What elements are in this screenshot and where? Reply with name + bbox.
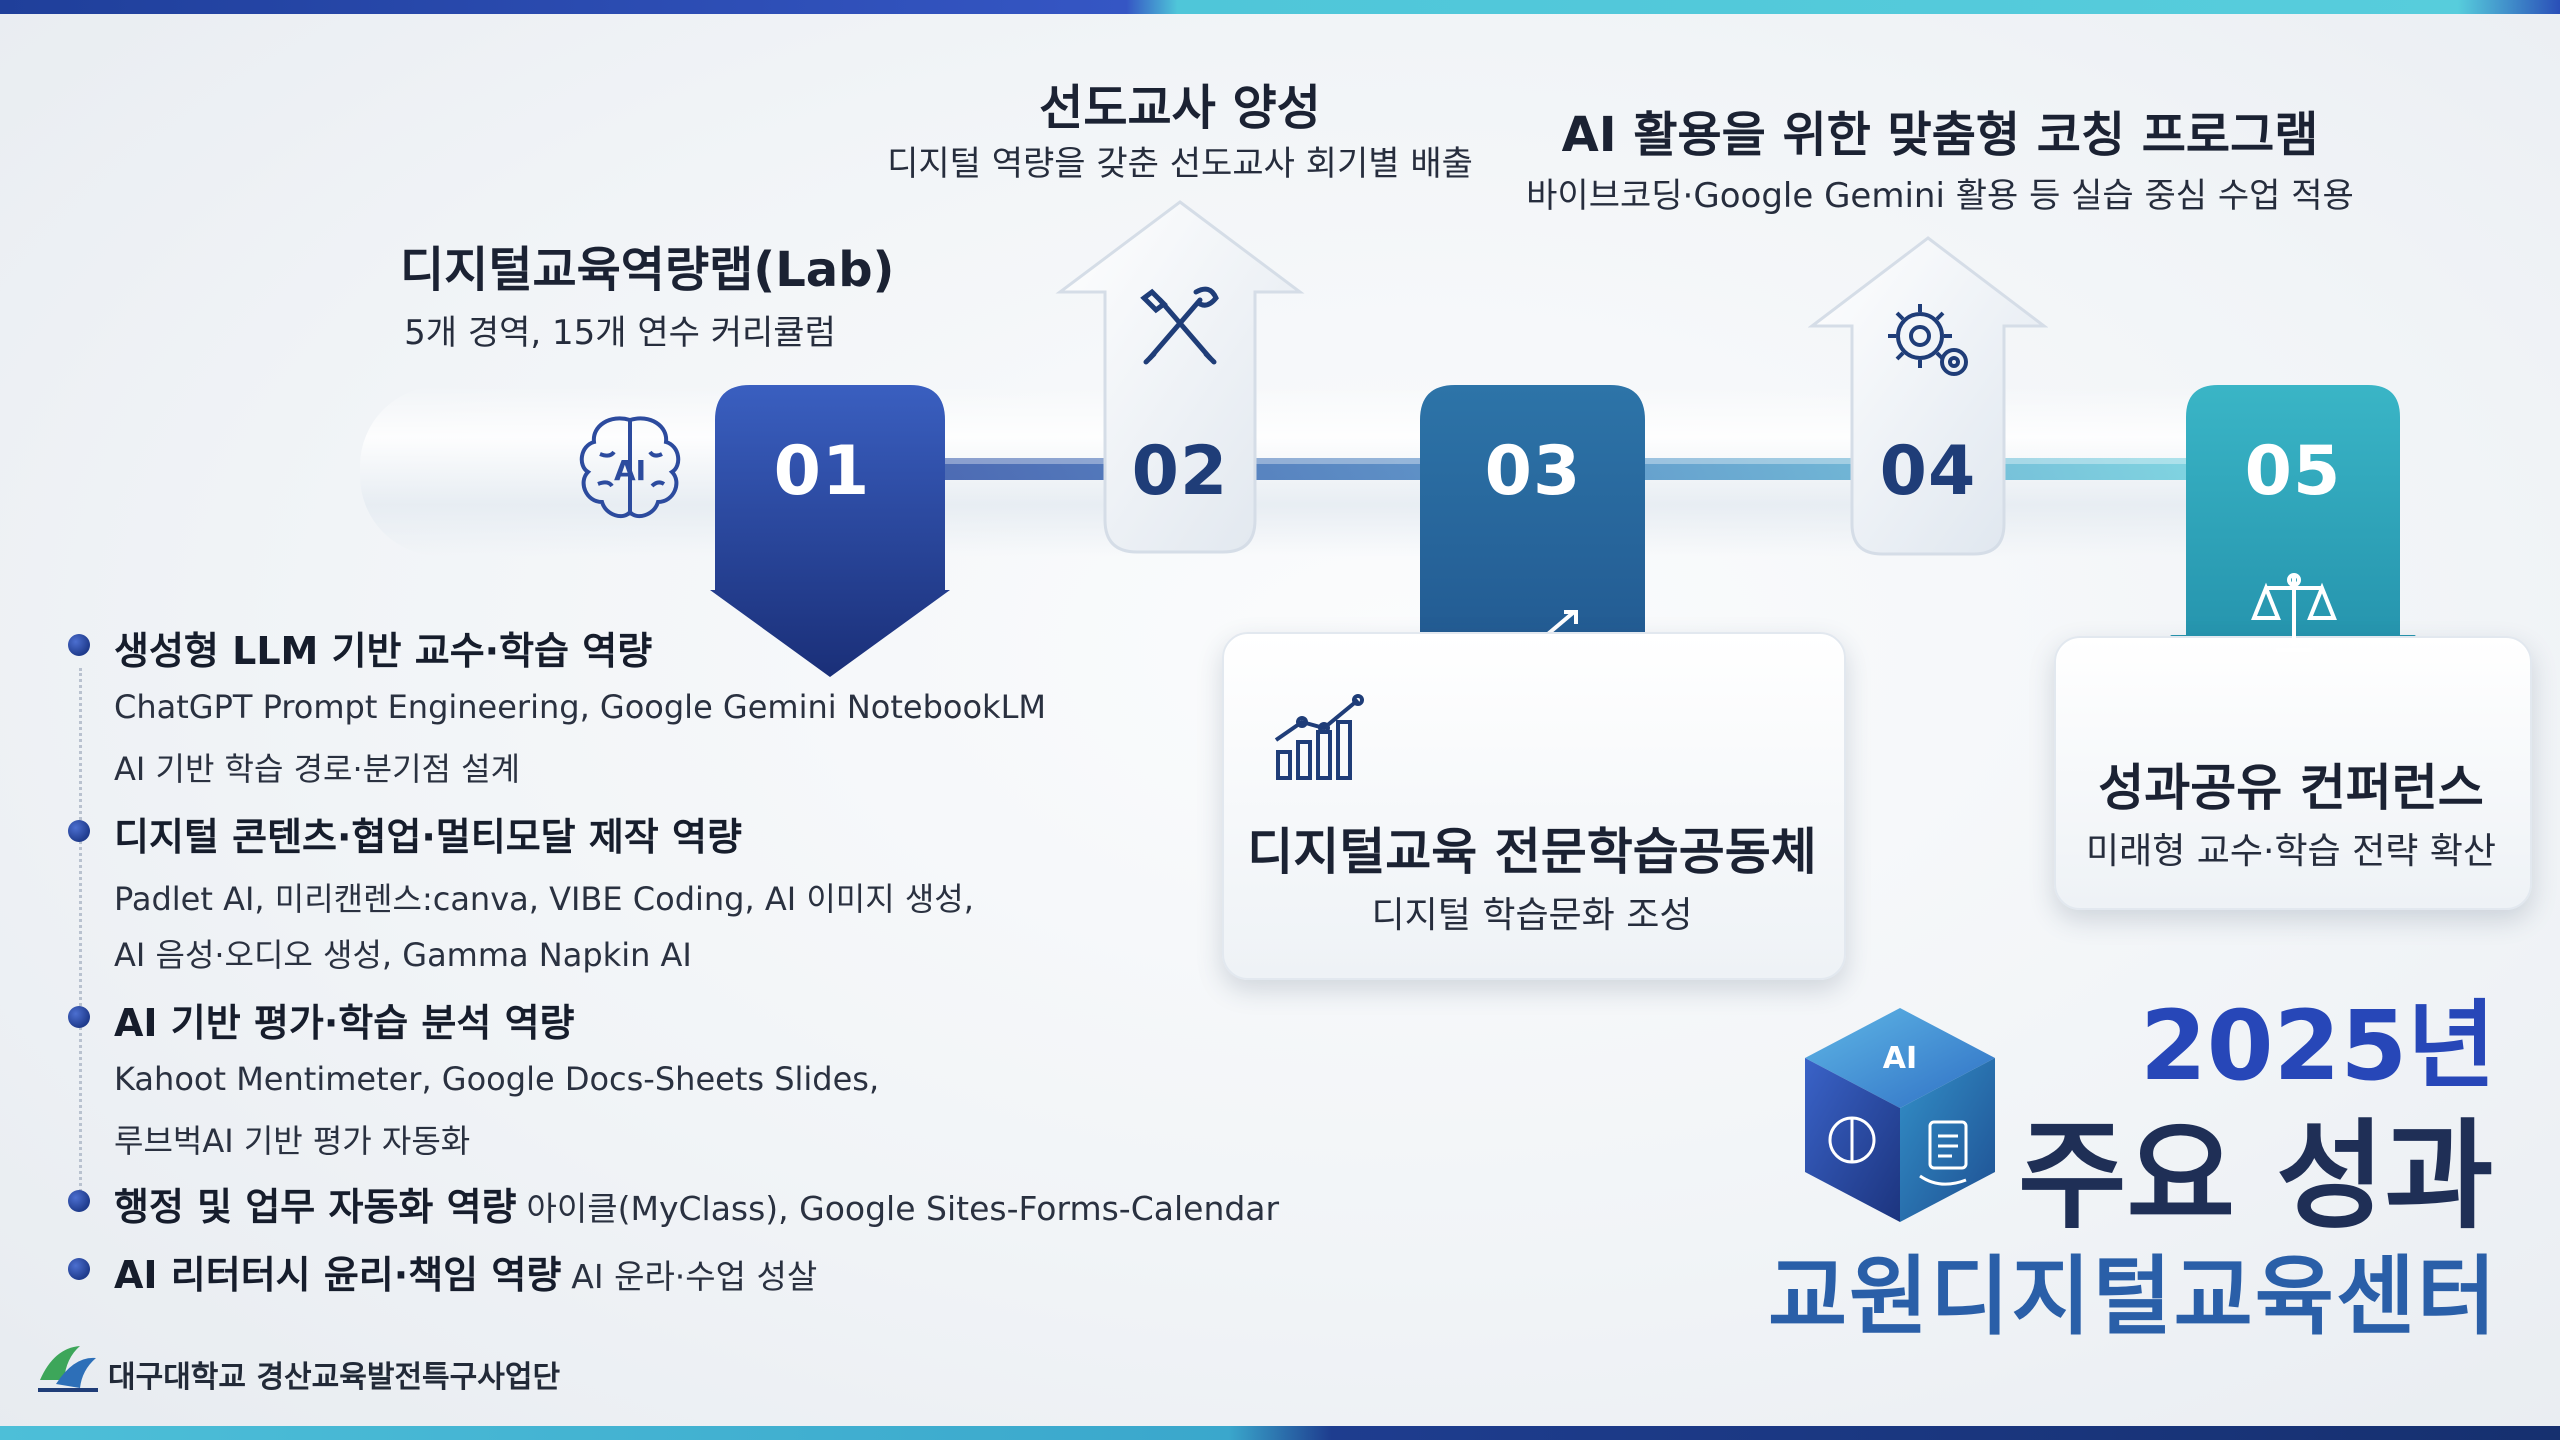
hero-main-title: 주요 성과 (2018, 1107, 2494, 1245)
competency-heading: 생성형 LLM 기반 교수·학습 역량 (114, 629, 653, 673)
top-accent-bar (0, 0, 2560, 14)
competency-heading: 디지털 콘텐츠·협업·멀티모달 제작 역량 (114, 815, 742, 859)
step-03-title: 디지털교육 전문학습공동체 (1247, 823, 1817, 881)
step-01-arrow (710, 385, 950, 677)
step-01-number: 01 (773, 432, 871, 511)
scale-icon (2251, 573, 2337, 652)
step-04-number: 04 (1879, 432, 1977, 511)
step-03-subtitle: 디지털 학습문화 조성 (1371, 895, 1693, 936)
step-05-subtitle: 미래형 교수·학습 전략 확산 (2085, 831, 2497, 872)
step-03-card (1222, 632, 1846, 980)
svg-text:AI: AI (614, 454, 646, 487)
competency-detail: Kahoot Mentimeter, Google Docs-Sheets Sl… (114, 1060, 880, 1098)
competency-detail: AI 음성·오디오 생성, Gamma Napkin AI (114, 936, 692, 974)
growth-chart-icon (1274, 694, 1364, 780)
step-02-arrow (1055, 200, 1305, 554)
hero-year: 2025년 (2140, 990, 2496, 1102)
pen-brush-icon (1140, 286, 1219, 365)
bullet-dot (68, 1006, 90, 1028)
competency-heading: AI 기반 평가·학습 분석 역량 (114, 1001, 575, 1045)
step-05-number: 05 (2244, 432, 2342, 511)
step-01-title: 디지털교육역량랩(Lab) (400, 242, 895, 298)
ai-brain-icon: AI (579, 416, 681, 519)
competency-inline-detail: 아이클(MyClass), Google Sites-Forms-Calenda… (526, 1189, 1280, 1228)
competency-detail: 루브벅AI 기반 평가 자동화 (114, 1122, 471, 1160)
step-04-subtitle: 바이브코딩·Google Gemini 활용 등 실습 중심 수업 적용 (1526, 176, 2354, 216)
competency-detail: ChatGPT Prompt Engineering, Google Gemin… (114, 688, 1046, 726)
cube-label: AI (1883, 1041, 1917, 1076)
step-01-subtitle: 5개 경역, 15개 연수 커리큘럼 (404, 313, 836, 353)
step-04-arrow (1808, 236, 2048, 556)
bullet-dot (68, 634, 90, 656)
hero-center-name: 교원디지털교육센터 (1768, 1247, 2499, 1347)
step-04-title: AI 활용을 위한 맞춤형 코칭 프로그램 (1561, 107, 2319, 163)
bottom-accent-bar (0, 1426, 2560, 1440)
bullet-dot (68, 1190, 90, 1212)
competency-detail: Padlet AI, 미리캔렌스:canva, VIBE Coding, AI … (114, 880, 974, 918)
ai-cube-icon: AI (1805, 1008, 1995, 1222)
competency-inline-detail: AI 운라·수업 성살 (571, 1257, 818, 1296)
step-03-number: 03 (1484, 432, 1582, 511)
org-logo-icon (38, 1346, 98, 1392)
bullet-connector-line (79, 668, 82, 1198)
competency-detail: AI 기반 학습 경로·분기점 설계 (114, 750, 521, 788)
gear-icon (1888, 304, 1968, 376)
step-05-title: 성과공유 컨퍼런스 (2098, 759, 2484, 817)
bullet-dot (68, 820, 90, 842)
step-02-subtitle: 디지털 역량을 갖춘 선도교사 회기별 배출 (887, 144, 1473, 184)
org-name: 대구대학교 경산교육발전특구사업단 (108, 1360, 561, 1395)
step-02-number: 02 (1131, 432, 1229, 511)
bullet-dot (68, 1258, 90, 1280)
step-02-title: 선도교사 양성 (1039, 80, 1321, 136)
step-05-card (2054, 636, 2532, 910)
